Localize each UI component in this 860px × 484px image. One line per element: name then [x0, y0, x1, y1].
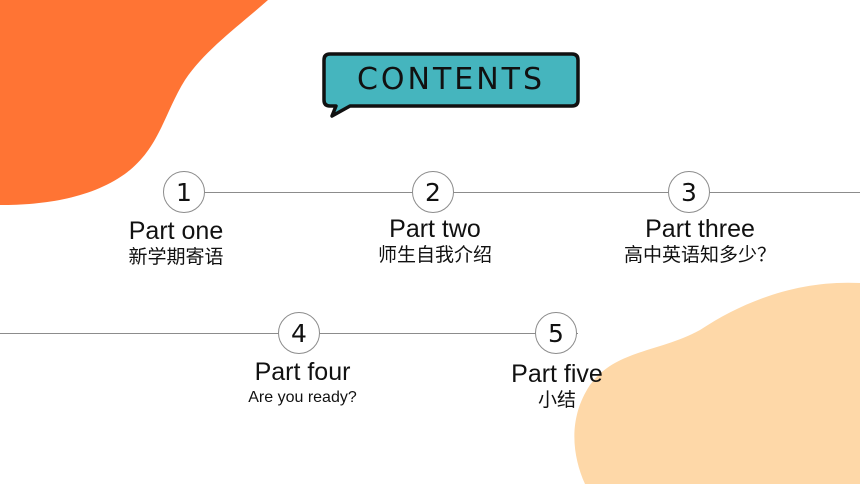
item-4-subtitle: Are you ready? — [248, 389, 357, 406]
item-5-subtitle: 小结 — [537, 390, 576, 411]
node-1: 1 — [163, 171, 205, 213]
item-1-subtitle: 新学期寄语 — [128, 247, 224, 268]
node-5: 5 — [535, 312, 577, 354]
node-4: 4 — [278, 312, 320, 354]
item-2-label: Part two 师生自我介绍 — [355, 215, 515, 266]
item-3-subtitle: 高中英语知多少？ — [623, 245, 776, 266]
title-speech-bubble — [322, 52, 580, 118]
item-1-label: Part one 新学期寄语 — [106, 217, 246, 268]
item-2-title: Part two — [389, 215, 481, 243]
item-4-title: Part four — [254, 358, 351, 386]
page-title: CONTENTS — [356, 61, 546, 97]
item-2-subtitle: 师生自我介绍 — [377, 245, 492, 266]
node-2: 2 — [412, 171, 454, 213]
item-4-label: Part four Are you ready? — [220, 360, 385, 406]
item-1-title: Part one — [128, 217, 224, 245]
item-3-label: Part three 高中英语知多少？ — [600, 215, 800, 266]
timeline-line-top — [184, 192, 860, 193]
node-3: 3 — [668, 171, 710, 213]
item-5-title: Part five — [511, 360, 603, 388]
item-5-label: Part five 小结 — [497, 360, 617, 411]
peach-blob-decoration — [574, 282, 860, 484]
item-3-title: Part three — [645, 215, 755, 243]
